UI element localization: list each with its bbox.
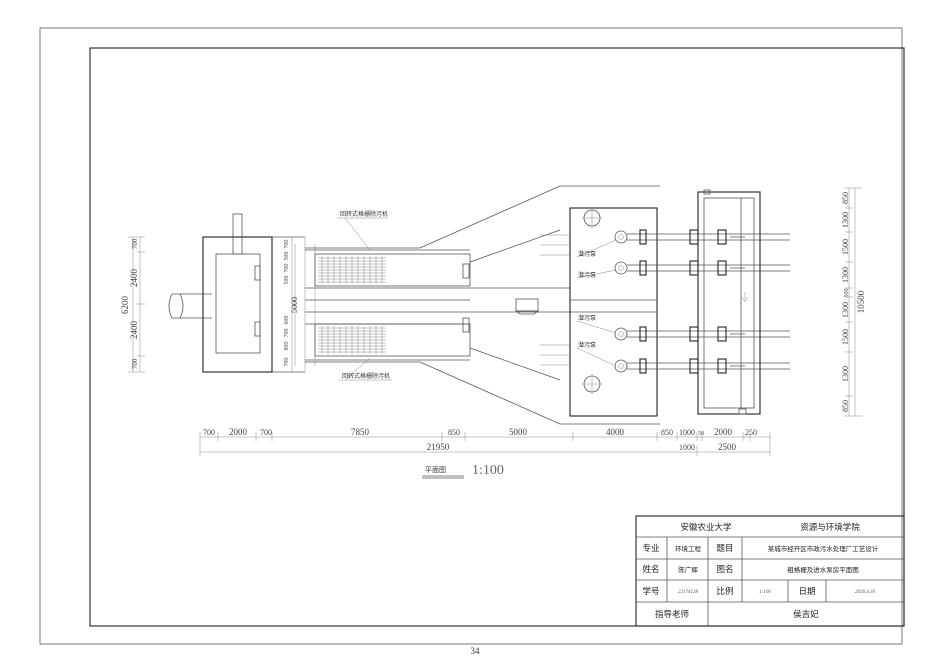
dim-left-1: 700 xyxy=(131,238,139,249)
tb-advisor-value: 侯吉妃 xyxy=(793,609,819,619)
dim-bottom-11: 2000 xyxy=(714,427,733,437)
tb-topic-value: 某城市经开区市政污水处理厂工艺设计 xyxy=(768,544,879,553)
tb-name-label: 姓名 xyxy=(642,564,659,574)
bottom-dimension: 700 2000 700 7850 850 5000 4000 850 1000… xyxy=(199,427,771,456)
plan-scale: 1:100 xyxy=(472,463,504,478)
tb-advisor-label: 指导老师 xyxy=(655,609,690,619)
dim-right-8: 1300 xyxy=(841,366,850,382)
dim-bottom-7: 4000 xyxy=(606,427,625,437)
dim-right-total: 10500 xyxy=(856,290,866,313)
discharge-pipes xyxy=(627,229,790,374)
dim-right-5: 500 xyxy=(844,289,850,298)
screen-bottom-bars xyxy=(318,326,386,354)
label-screen-top: 回转式格栅除污机 xyxy=(340,210,388,218)
dim-center-1: 700 xyxy=(284,240,290,249)
left-dimension: 6200 700 2400 2400 700 xyxy=(120,236,145,373)
dim-right-6: 1300 xyxy=(841,302,850,318)
plan-title-block: 平面图 1:100 xyxy=(422,463,504,479)
dim-center-7: 800 xyxy=(284,342,290,351)
right-dimension: 10500 850 1300 1500 1300 500 1300 1500 1… xyxy=(841,187,866,417)
inner-frame xyxy=(89,47,905,627)
title-block: 安徽农业大学 资源与环境学院 专业 环境工程 题目 某城市经开区市政污水处理厂工… xyxy=(635,515,905,627)
dim-right-4: 1300 xyxy=(841,267,850,283)
tb-major-label: 专业 xyxy=(642,543,659,553)
dim-center-3: 700 xyxy=(284,264,290,273)
dim-center-8: 700 xyxy=(284,358,290,367)
tb-ratio-label: 比例 xyxy=(716,586,733,596)
dim-bottom-6: 5000 xyxy=(509,427,528,437)
tb-date-value: 2026.4.30 xyxy=(855,590,876,595)
dim-bottom-1: 700 xyxy=(203,428,215,437)
dim-left-4: 700 xyxy=(131,358,139,369)
dim-bottom-total: 21950 xyxy=(427,442,450,452)
tb-drawing-label: 图名 xyxy=(716,564,733,574)
plan-title: 平面图 xyxy=(425,466,446,474)
label-pump-1: 潜污泵 xyxy=(578,250,596,258)
dim-bottom-sub-2: 2500 xyxy=(718,442,737,452)
dim-center-5: 600 xyxy=(284,316,290,325)
dim-bottom-5: 850 xyxy=(448,428,460,437)
outer-frame xyxy=(39,27,903,645)
dim-center-2: 500 xyxy=(284,252,290,261)
component-labels: 回转式格栅除污机 回转式格栅除污机 潜污泵 潜污泵 潜污泵 潜污泵 xyxy=(337,210,617,381)
tb-name-value: 陈广辉 xyxy=(678,565,698,574)
center-dimension: 700 500 700 500 5000 600 700 800 700 xyxy=(284,236,299,373)
dim-bottom-sub-1: 1000 xyxy=(679,443,695,452)
tb-id-value: 22174128 xyxy=(678,590,699,595)
dim-right-1: 850 xyxy=(841,192,850,204)
dim-bottom-2: 2000 xyxy=(229,427,248,437)
dim-center-4: 500 xyxy=(284,276,290,285)
dim-bottom-12: 250 xyxy=(745,428,757,437)
dim-center-6: 700 xyxy=(284,329,290,338)
dim-bottom-9: 1000 xyxy=(679,428,695,437)
page-number: 34 xyxy=(470,646,480,656)
dim-center-label: 5000 xyxy=(290,297,299,313)
tb-topic-label: 题目 xyxy=(716,543,733,553)
dim-left-3: 2400 xyxy=(129,321,139,340)
plan-drawing xyxy=(168,185,790,425)
dim-bottom-10: 50 xyxy=(698,431,704,437)
dim-left-2: 2400 xyxy=(129,269,139,288)
label-pump-3: 潜污泵 xyxy=(578,314,596,322)
tb-university: 安徽农业大学 xyxy=(680,522,732,532)
tb-major-value: 环境工程 xyxy=(675,544,702,553)
dim-bottom-8: 850 xyxy=(661,428,673,437)
tb-school: 资源与环境学院 xyxy=(800,522,860,532)
tb-date-label: 日期 xyxy=(798,586,815,596)
tb-ratio-value: 1:100 xyxy=(759,590,771,595)
pump-house-circles xyxy=(582,208,628,394)
dim-left-total: 6200 xyxy=(120,296,130,315)
dim-bottom-4: 7850 xyxy=(351,427,370,437)
dim-right-7: 1500 xyxy=(841,329,850,345)
screen-top-bars xyxy=(318,256,386,284)
dim-right-3: 1500 xyxy=(841,239,850,255)
tb-id-label: 学号 xyxy=(642,586,659,596)
label-pump-2: 潜污泵 xyxy=(578,271,596,279)
label-screen-bottom: 回转式格栅除污机 xyxy=(342,372,390,380)
tb-drawing-value: 粗格栅及进水泵房平面图 xyxy=(787,565,859,574)
dim-bottom-3: 700 xyxy=(260,428,272,437)
dim-right-2: 1300 xyxy=(841,212,850,228)
dim-right-9: 850 xyxy=(841,400,850,412)
label-pump-4: 潜污泵 xyxy=(578,341,596,349)
